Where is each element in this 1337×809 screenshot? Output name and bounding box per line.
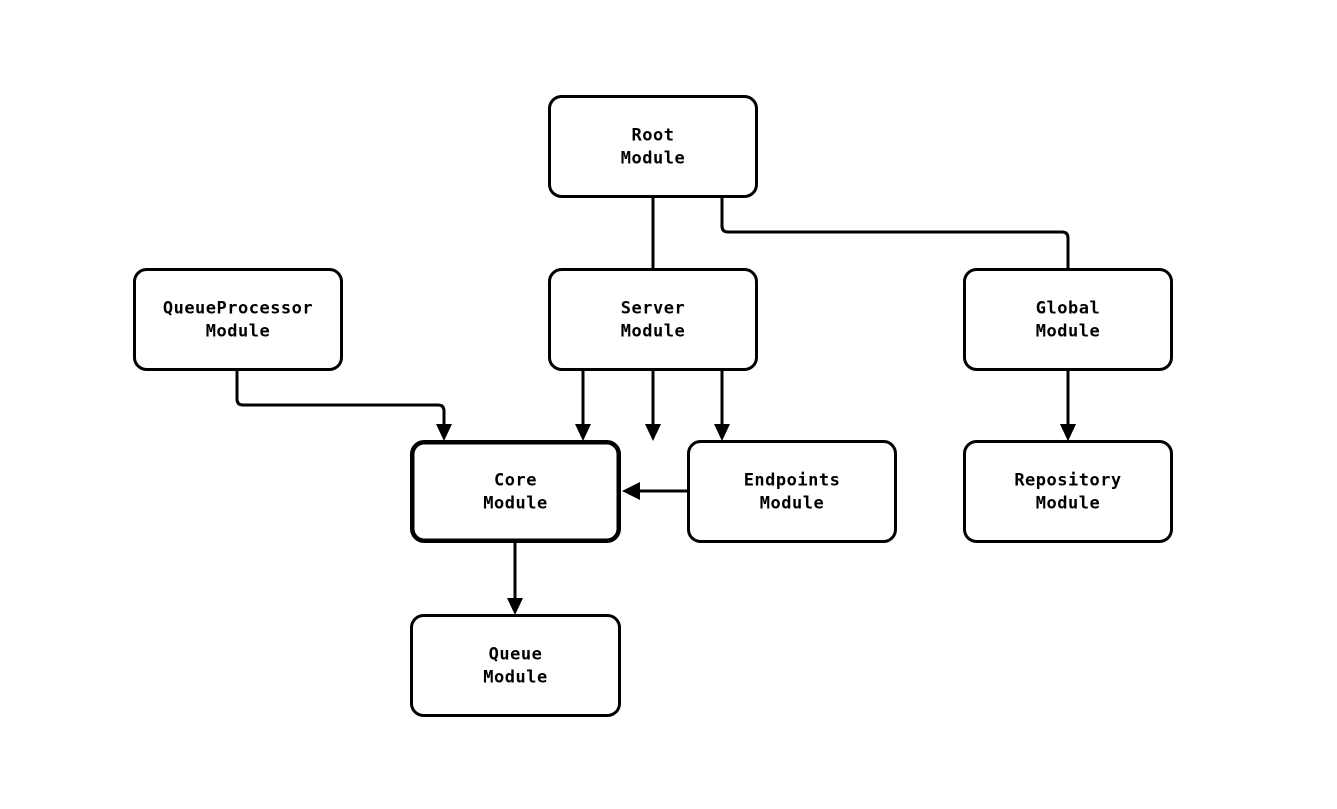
- core-module-node-box: [410, 440, 621, 543]
- repository-module-node-label-line1: Repository: [1014, 471, 1121, 491]
- core-module-node-label-line1: Core: [494, 471, 537, 491]
- edge-global-to-repository: [1060, 371, 1076, 441]
- global-module-node-box: [963, 268, 1173, 371]
- server-module-node-label-line2: Module: [621, 322, 685, 342]
- arrowhead-icon: [645, 424, 661, 441]
- core-module-node-label-line2: Module: [483, 494, 547, 514]
- arrowhead-icon: [507, 598, 523, 615]
- edge-queueprocessor-to-core-line: [235, 371, 446, 428]
- repository-module-node-label-line2: Module: [1036, 494, 1100, 514]
- queueprocessor-module-node-box: [133, 268, 343, 371]
- arrowhead-icon: [714, 424, 730, 441]
- arrowhead-icon: [1060, 424, 1076, 441]
- edge-endpoints-to-core: [622, 482, 687, 500]
- server-module-node-box: [548, 268, 758, 371]
- edge-core-to-queue: [507, 543, 523, 615]
- queue-module-node-label-line2: Module: [483, 668, 547, 688]
- repository-module-node-box: [963, 440, 1173, 543]
- queueprocessor-module-node-label-line1: QueueProcessor: [163, 299, 313, 319]
- endpoints-module-node-label-line1: Endpoints: [744, 471, 841, 491]
- global-module-node-label-line2: Module: [1036, 322, 1100, 342]
- edge-queueprocessor-to-core: [235, 371, 452, 441]
- queueprocessor-module-node-label-line2: Module: [206, 322, 270, 342]
- global-module-node-label-line1: Global: [1036, 299, 1100, 319]
- root-module-node-label-line1: Root: [632, 126, 675, 146]
- arrowhead-icon: [436, 424, 452, 441]
- queue-module-node-box: [410, 614, 621, 717]
- root-module-node-label-line2: Module: [621, 149, 685, 169]
- edge-server-to-core: [575, 371, 591, 441]
- edges-layer: [235, 198, 1076, 615]
- arrowhead-icon: [575, 424, 591, 441]
- edge-server-to-endpoints: [714, 371, 730, 441]
- endpoints-module-node-label-line2: Module: [760, 494, 824, 514]
- nodes-layer: RootModuleQueueProcessorModuleServerModu…: [133, 95, 1173, 717]
- server-module-node-label-line1: Server: [621, 299, 685, 319]
- arrowhead-icon: [622, 482, 640, 500]
- edge-root-to-global-line: [720, 198, 1070, 428]
- endpoints-module-node-box: [687, 440, 897, 543]
- queue-module-node-label-line1: Queue: [489, 645, 543, 665]
- root-module-node-box: [548, 95, 758, 198]
